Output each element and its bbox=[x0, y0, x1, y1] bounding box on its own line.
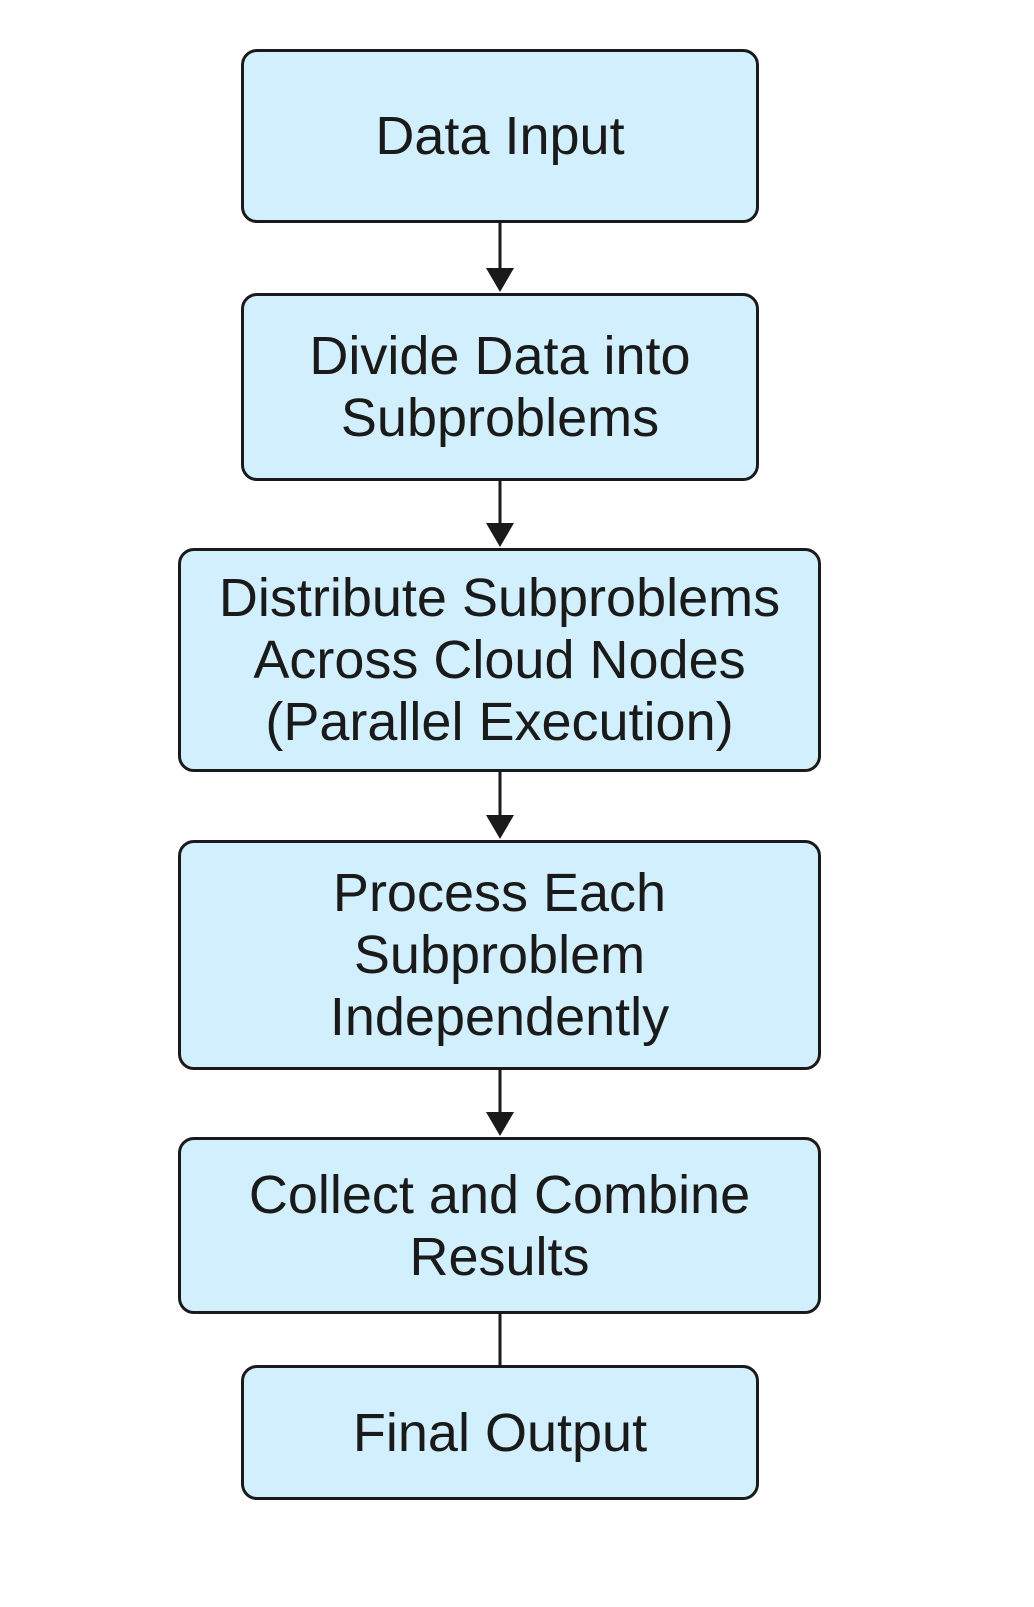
node-distribute-subproblems: Distribute Subproblems Across Cloud Node… bbox=[178, 548, 821, 772]
edge-4-arrowhead bbox=[486, 1112, 514, 1136]
node-final-output: Final Output bbox=[241, 1365, 759, 1500]
node-collect-combine: Collect and Combine Results bbox=[178, 1137, 821, 1314]
node-label-line: Process Each bbox=[332, 863, 667, 923]
node-label-line: Collect and Combine bbox=[248, 1164, 751, 1225]
node-label-line: (Parallel Execution) bbox=[265, 692, 734, 752]
node-label-line: Subproblem bbox=[353, 925, 646, 985]
node-process-each: Process Each Subproblem Independently bbox=[178, 840, 821, 1070]
node-label-line: Results bbox=[409, 1226, 590, 1287]
node-divide-data: Divide Data into Subproblems bbox=[241, 293, 759, 481]
node-label-line: Subproblems bbox=[340, 388, 660, 448]
node-label-line: Across Cloud Nodes bbox=[253, 630, 746, 690]
edge-1-arrowhead bbox=[486, 268, 514, 292]
edge-2-arrowhead bbox=[486, 523, 514, 547]
edge-3-arrowhead bbox=[486, 815, 514, 839]
node-data-input: Data Input bbox=[241, 49, 759, 223]
node-label-line: Data Input bbox=[375, 106, 625, 166]
node-label-line: Divide Data into bbox=[309, 326, 691, 386]
node-label-line: Distribute Subproblems bbox=[218, 568, 781, 628]
node-label-line: Final Output bbox=[352, 1402, 648, 1463]
node-label-line: Independently bbox=[329, 987, 670, 1047]
